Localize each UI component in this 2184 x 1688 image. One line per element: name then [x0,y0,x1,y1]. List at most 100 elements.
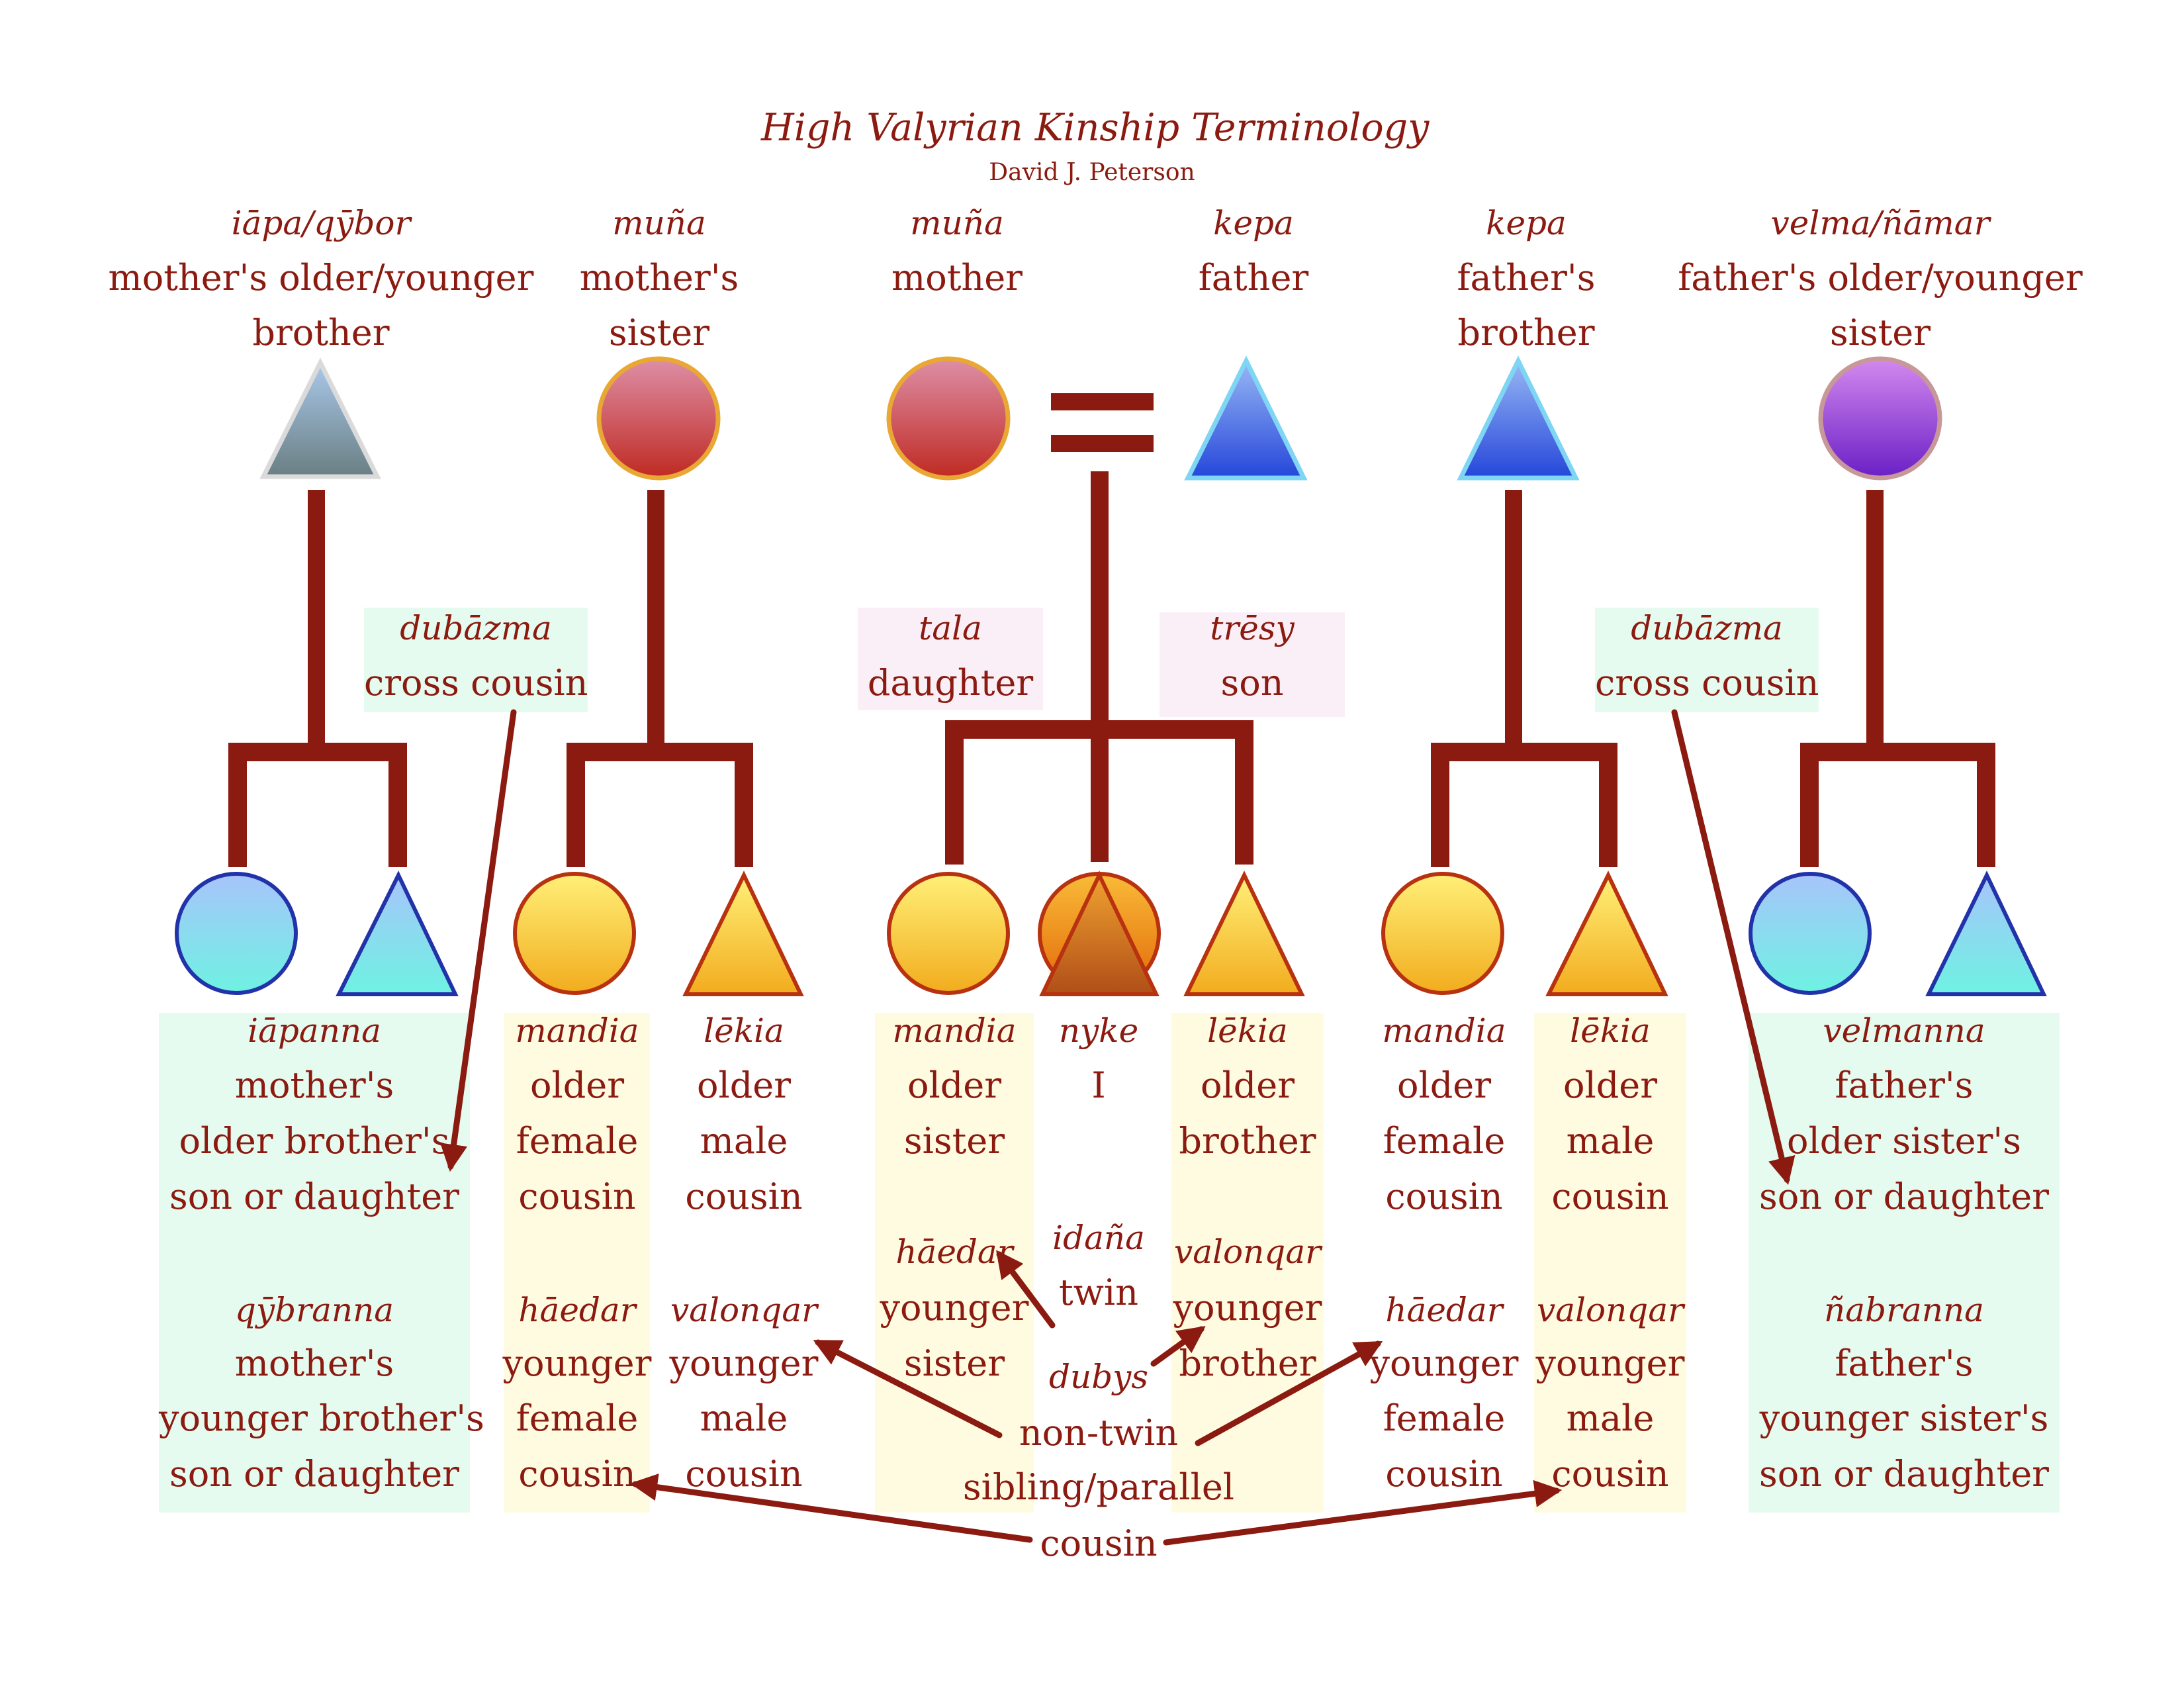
fb-son-younger-gloss-1: younger [1535,1342,1685,1384]
fb-daughter-younger-gloss-2: female [1383,1397,1506,1439]
mother-term: muña [910,204,1004,242]
diagram-title: High Valyrian Kinship Terminology [761,106,1430,150]
marriage-sign-bottom [1051,435,1154,452]
tree-lines [228,393,1995,867]
mz-daughter-younger-gloss-2: female [516,1397,639,1439]
line-mb-drop-right [388,743,407,867]
mz-daughter-younger-term: hāedar [518,1291,636,1329]
dubys-gloss-3: cousin [1040,1523,1158,1564]
dubys-term: dubys [1048,1358,1149,1396]
panel-mint-left [159,1013,470,1513]
fb-son-triangle [1545,870,1668,996]
mb-child-older-gloss-2: older brother's [179,1120,450,1162]
mz-son-younger-gloss-2: male [700,1397,788,1439]
fb-son-younger-gloss-2: male [1566,1397,1655,1439]
brother-older-gloss-1: older [1200,1064,1295,1106]
ego-gloss: I [1091,1064,1106,1106]
brother-older-term: lēkia [1207,1011,1288,1050]
panel-mint-right [1749,1013,2060,1513]
dubys-gloss-2: sibling/parallel [962,1466,1235,1508]
mz-son-younger-gloss-1: younger [669,1342,819,1384]
arrow-cross-cousin-right [1671,709,1796,1186]
line-fb-stem [1505,490,1522,751]
ego-term: nyke [1058,1011,1139,1050]
fz-daughter-circle [1749,872,1872,995]
mb-son-triangle [336,870,459,996]
fb-triangle-symbol [1457,355,1580,481]
fb-daughter-older-gloss-1: older [1396,1064,1492,1106]
line-fz-drop-left [1800,743,1819,867]
diagram-author: David J. Peterson [989,159,1195,186]
mb-child-older-gloss-3: son or daughter [169,1176,459,1217]
mz-gloss-line1: mother's [579,257,739,299]
arrow-nontwin-younger-female-cousin [813,1339,1003,1438]
mb-child-younger-gloss-1: mother's [234,1342,394,1384]
twin-term: idaña [1052,1219,1145,1257]
mb-child-older-term: iāpanna [248,1011,381,1050]
dubys-gloss-1: non-twin [1019,1412,1179,1454]
fz-child-younger-term: ñabranna [1824,1291,1984,1329]
arrow-parallel-cousin-left [629,1474,1033,1543]
panel-cream-brother [1171,1013,1324,1513]
line-fb-bar [1431,743,1617,761]
mz-son-older-gloss-3: cousin [685,1176,803,1217]
sister-older-gloss-1: older [907,1064,1002,1106]
child-symbols [175,870,2047,996]
mb-child-younger-gloss-3: son or daughter [169,1453,459,1495]
arrows [440,709,1796,1546]
fz-circle-symbol [1818,356,1942,481]
brother-younger-gloss-2: brother [1179,1342,1316,1384]
father-term: kepa [1213,204,1294,242]
mb-term: iāpa/qȳbor [231,204,411,242]
fb-daughter-circle [1381,872,1504,995]
sister-older-term: mandia [892,1011,1017,1050]
panel-mint-cross-right [1595,608,1819,712]
fz-term: velma/ñāmar [1770,204,1990,242]
line-fz-bar [1800,743,1995,761]
mz-daughter-older-gloss-2: female [516,1120,639,1162]
brother-younger-gloss-1: younger [1173,1287,1322,1329]
fb-daughter-younger-term: hāedar [1385,1291,1503,1329]
fb-gloss-line1: father's [1457,257,1596,299]
arrow-dubys-younger-sister [996,1250,1056,1329]
line-fz-drop-right [1977,743,1995,867]
line-mz-drop-left [567,743,585,867]
sister-younger-gloss-1: younger [880,1287,1029,1329]
panel-pink-son [1160,612,1345,717]
mz-son-triangle [682,870,804,996]
arrow-dubys-younger-brother [1150,1326,1206,1367]
line-fb-drop-left [1431,743,1449,867]
mz-son-younger-term: valonqar [670,1291,818,1329]
mz-son-younger-gloss-3: cousin [685,1453,803,1495]
brother-triangle [1183,870,1305,996]
twin-gloss: twin [1059,1272,1138,1313]
fz-child-older-term: velmanna [1823,1011,1985,1050]
line-mb-bar [228,743,407,761]
fb-son-older-gloss-2: male [1566,1120,1655,1162]
mz-circle-symbol [596,356,721,481]
mz-son-older-term: lēkia [704,1011,784,1050]
father-triangle-symbol [1184,355,1308,481]
panel-cream-fb-male [1534,1013,1686,1513]
mz-gloss-line2: sister [608,312,710,353]
arrow-nontwin-younger-fb-cousin [1195,1340,1383,1446]
fb-daughter-older-gloss-3: cousin [1385,1176,1503,1217]
son-term: trēsy [1210,609,1295,647]
fz-child-older-gloss-3: son or daughter [1758,1176,2049,1217]
fb-daughter-older-term: mandia [1382,1011,1506,1050]
mb-child-younger-term: qȳbranna [234,1291,394,1329]
mz-daughter-younger-gloss-1: younger [502,1342,652,1384]
fb-son-older-gloss-3: cousin [1551,1176,1669,1217]
fb-son-younger-gloss-3: cousin [1551,1453,1669,1495]
fz-child-older-gloss-1: father's [1835,1064,1974,1106]
fb-daughter-younger-gloss-3: cousin [1385,1453,1503,1495]
marriage-sign-top [1051,393,1154,410]
fz-child-younger-gloss-1: father's [1835,1342,1974,1384]
panel-pink-daughter [858,608,1043,710]
line-fb-drop-right [1599,743,1617,867]
line-fz-stem [1866,490,1884,751]
fb-term: kepa [1486,204,1567,242]
mb-daughter-circle [175,872,298,995]
fb-son-older-term: lēkia [1570,1011,1651,1050]
sister-older-gloss-2: sister [903,1120,1005,1162]
